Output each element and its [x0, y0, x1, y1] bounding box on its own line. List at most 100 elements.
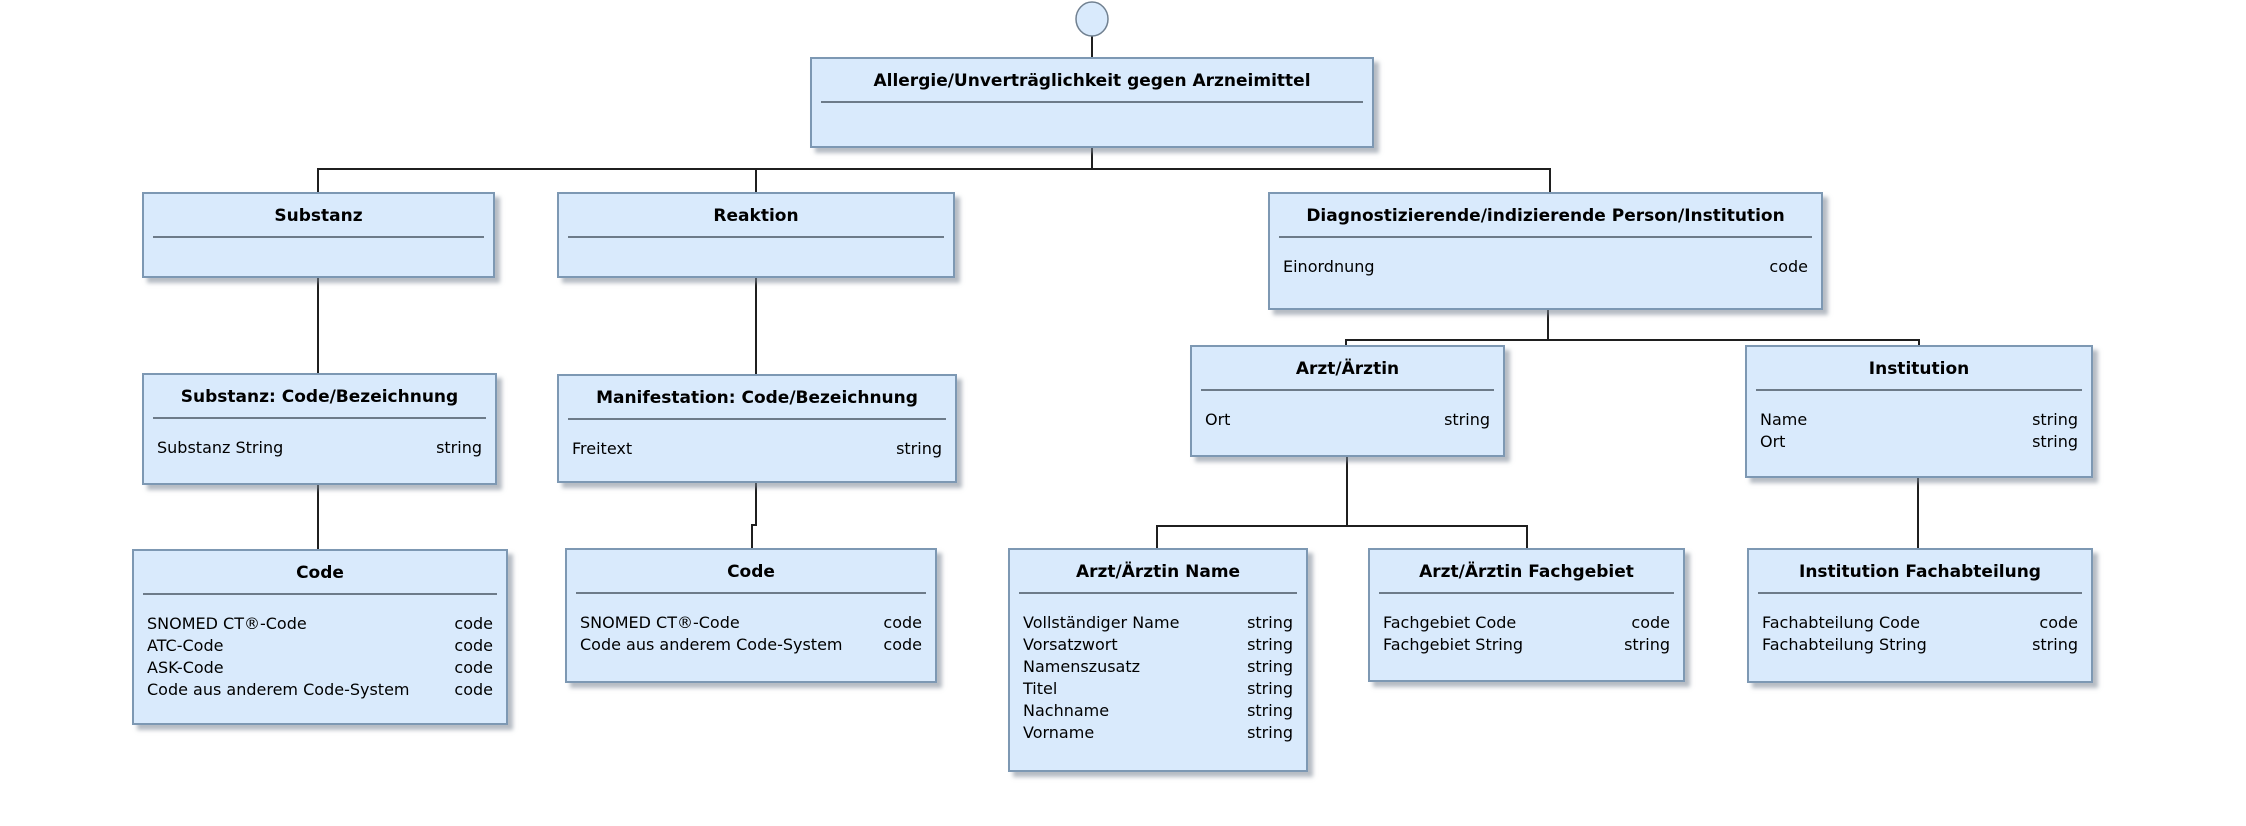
- title-separator: [821, 101, 1363, 103]
- attribute-type: code: [454, 636, 493, 655]
- attribute-name: Nachname: [1023, 701, 1110, 720]
- attribute-type: string: [1247, 679, 1293, 698]
- node-title: Arzt/Ärztin Fachgebiet: [1419, 562, 1634, 582]
- attribute-type: code: [1769, 257, 1808, 276]
- attribute-row: Vorname string: [1023, 722, 1293, 744]
- attribute-name: Fachgebiet String: [1383, 635, 1524, 654]
- title-separator: [1201, 389, 1494, 391]
- attribute-list: Substanz String string: [144, 419, 495, 459]
- node-arzt-fachgebiet: Arzt/Ärztin Fachgebiet Fachgebiet Code c…: [1368, 548, 1685, 682]
- attribute-list: [144, 238, 493, 256]
- attribute-name: Ort: [1205, 410, 1231, 429]
- attribute-type: string: [1444, 410, 1490, 429]
- attribute-list: Name string Ort string: [1747, 391, 2091, 453]
- attribute-name: SNOMED CT®-Code: [580, 613, 740, 632]
- node-arzt-name: Arzt/Ärztin Name Vollständiger Name stri…: [1008, 548, 1308, 772]
- attribute-name: Substanz String: [157, 438, 284, 457]
- title-separator: [143, 593, 497, 595]
- attribute-row: Titel string: [1023, 678, 1293, 700]
- title-separator: [1379, 592, 1674, 594]
- attribute-type: string: [1624, 635, 1670, 654]
- attribute-list: [812, 103, 1372, 121]
- attribute-row: Fachabteilung Code code: [1762, 612, 2078, 634]
- node-title: Substanz: Code/Bezeichnung: [180, 387, 459, 407]
- root-anchor-circle: [1075, 1, 1109, 37]
- node-title: Code: [296, 563, 344, 583]
- title-separator: [1758, 592, 2082, 594]
- attribute-row: Einordnung code: [1283, 256, 1808, 278]
- attribute-row: Substanz String string: [157, 437, 482, 459]
- attribute-type: string: [436, 438, 482, 457]
- title-separator: [1756, 389, 2082, 391]
- attribute-type: string: [1247, 723, 1293, 742]
- node-code-manifestation: Code SNOMED CT®-Code code Code aus ander…: [565, 548, 937, 683]
- attribute-name: Vorsatzwort: [1023, 635, 1118, 654]
- attribute-name: Fachabteilung Code: [1762, 613, 1920, 632]
- node-reaktion: Reaktion: [557, 192, 955, 278]
- attribute-type: code: [454, 614, 493, 633]
- attribute-name: Vollständiger Name: [1023, 613, 1180, 632]
- attribute-name: Titel: [1023, 679, 1058, 698]
- node-title: Manifestation: Code/Bezeichnung: [596, 388, 918, 408]
- node-arzt: Arzt/Ärztin Ort string: [1190, 345, 1505, 457]
- node-title: Institution Fachabteilung: [1799, 562, 2041, 582]
- attribute-row: ATC-Code code: [147, 635, 493, 657]
- title-separator: [568, 236, 944, 238]
- attribute-row: Code aus anderem Code-System code: [580, 634, 922, 656]
- title-separator: [568, 418, 946, 420]
- attribute-name: Fachgebiet Code: [1383, 613, 1517, 632]
- node-institution: Institution Name string Ort string: [1745, 345, 2093, 478]
- node-title: Institution: [1868, 359, 1970, 379]
- title-separator: [153, 417, 486, 419]
- node-manifestation-code-bezeichnung: Manifestation: Code/Bezeichnung Freitext…: [557, 374, 957, 483]
- attribute-name: ASK-Code: [147, 658, 224, 677]
- attribute-list: SNOMED CT®-Code code ATC-Code code ASK-C…: [134, 595, 506, 701]
- attribute-name: Namenszusatz: [1023, 657, 1141, 676]
- attribute-name: ATC-Code: [147, 636, 224, 655]
- node-substanz-code-bezeichnung: Substanz: Code/Bezeichnung Substanz Stri…: [142, 373, 497, 485]
- attribute-list: Vollständiger Name string Vorsatzwort st…: [1010, 594, 1306, 744]
- attribute-name: Freitext: [572, 439, 633, 458]
- title-separator: [1019, 592, 1297, 594]
- attribute-row: Name string: [1760, 409, 2078, 431]
- attribute-row: Fachgebiet String string: [1383, 634, 1670, 656]
- attribute-type: string: [1247, 701, 1293, 720]
- node-title: Code: [727, 562, 775, 582]
- title-separator: [1279, 236, 1812, 238]
- attribute-list: SNOMED CT®-Code code Code aus anderem Co…: [567, 594, 935, 656]
- node-title: Reaktion: [713, 206, 799, 226]
- attribute-type: string: [1247, 635, 1293, 654]
- attribute-name: Ort: [1760, 432, 1786, 451]
- attribute-row: SNOMED CT®-Code code: [580, 612, 922, 634]
- attribute-list: Ort string: [1192, 391, 1503, 431]
- attribute-type: code: [1631, 613, 1670, 632]
- attribute-row: Namenszusatz string: [1023, 656, 1293, 678]
- attribute-name: Einordnung: [1283, 257, 1375, 276]
- attribute-type: string: [1247, 657, 1293, 676]
- node-root: Allergie/Unverträglichkeit gegen Arzneim…: [810, 57, 1374, 148]
- attribute-row: ASK-Code code: [147, 657, 493, 679]
- attribute-type: string: [1247, 613, 1293, 632]
- attribute-type: code: [454, 658, 493, 677]
- attribute-list: [559, 238, 953, 256]
- node-title: Allergie/Unverträglichkeit gegen Arzneim…: [873, 71, 1311, 91]
- attribute-name: Code aus anderem Code-System: [580, 635, 843, 654]
- attribute-type: code: [2039, 613, 2078, 632]
- node-substanz: Substanz: [142, 192, 495, 278]
- attribute-type: string: [896, 439, 942, 458]
- attribute-type: string: [2032, 432, 2078, 451]
- attribute-list: Freitext string: [559, 420, 955, 460]
- attribute-type: code: [883, 613, 922, 632]
- attribute-list: Fachgebiet Code code Fachgebiet String s…: [1370, 594, 1683, 656]
- attribute-row: Ort string: [1205, 409, 1490, 431]
- attribute-list: Einordnung code: [1270, 238, 1821, 278]
- attribute-row: Nachname string: [1023, 700, 1293, 722]
- attribute-type: code: [454, 680, 493, 699]
- node-person-institution: Diagnostizierende/indizierende Person/In…: [1268, 192, 1823, 310]
- node-code-substanz: Code SNOMED CT®-Code code ATC-Code code …: [132, 549, 508, 725]
- attribute-list: Fachabteilung Code code Fachabteilung St…: [1749, 594, 2091, 656]
- attribute-type: code: [883, 635, 922, 654]
- attribute-name: Name: [1760, 410, 1808, 429]
- node-title: Substanz: [274, 206, 363, 226]
- attribute-row: Vollständiger Name string: [1023, 612, 1293, 634]
